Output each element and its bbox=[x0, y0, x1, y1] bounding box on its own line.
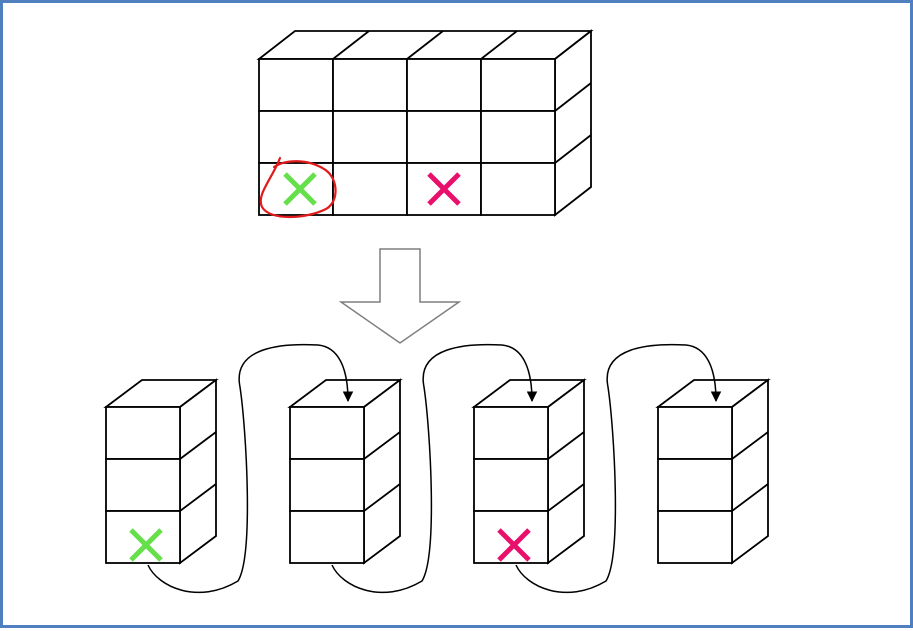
block-cell bbox=[258, 58, 334, 112]
cross-stroke bbox=[497, 528, 531, 562]
stack-side-divider bbox=[179, 483, 217, 512]
column-stack bbox=[287, 378, 403, 565]
block-cell bbox=[332, 110, 408, 164]
top-face-divider bbox=[406, 30, 444, 60]
stack-cell bbox=[473, 458, 549, 512]
curved-arrow-icon bbox=[515, 343, 722, 594]
stack-side-divider bbox=[363, 431, 401, 460]
stack-cell bbox=[289, 458, 365, 512]
column-stack bbox=[103, 378, 219, 565]
side-face-divider bbox=[554, 82, 592, 112]
cross-mark-icon bbox=[427, 172, 461, 206]
highlight-circle bbox=[259, 156, 337, 218]
stack-side-divider bbox=[547, 483, 585, 512]
block-cell bbox=[332, 162, 408, 216]
stack-side-face bbox=[363, 378, 401, 565]
block-cell bbox=[258, 110, 334, 164]
stack-cell bbox=[105, 406, 181, 460]
column-stacks bbox=[103, 378, 771, 565]
side-face-divider bbox=[554, 134, 592, 164]
block-cell bbox=[480, 58, 556, 112]
side-face bbox=[554, 29, 592, 217]
cross-stroke bbox=[129, 528, 163, 562]
cross-stroke bbox=[427, 172, 461, 206]
stack-cell bbox=[105, 510, 181, 564]
stack-cell bbox=[657, 406, 733, 460]
stack-side-divider bbox=[547, 431, 585, 460]
block-cell bbox=[332, 58, 408, 112]
block-cell bbox=[480, 162, 556, 216]
curved-arrow-icon bbox=[331, 343, 538, 594]
diagram-canvas bbox=[103, 29, 771, 594]
stack-side-divider bbox=[179, 431, 217, 460]
column-stack bbox=[471, 378, 587, 565]
stack-side-divider bbox=[731, 431, 769, 460]
stack-side-divider bbox=[363, 483, 401, 512]
down-arrow-icon bbox=[338, 248, 462, 344]
block-cell bbox=[480, 110, 556, 164]
stack-cell bbox=[473, 406, 549, 460]
stack-side-face bbox=[731, 378, 769, 565]
stack-side-divider bbox=[731, 483, 769, 512]
stack-cell bbox=[289, 406, 365, 460]
stack-side-face bbox=[547, 378, 585, 565]
stack-cell bbox=[289, 510, 365, 564]
stack-side-face bbox=[179, 378, 217, 565]
stack-cell bbox=[657, 458, 733, 512]
cross-mark-icon bbox=[129, 528, 163, 562]
cross-mark-icon bbox=[497, 528, 531, 562]
top-face-divider bbox=[332, 30, 370, 60]
column-stack bbox=[655, 378, 771, 565]
cross-stroke bbox=[283, 172, 317, 206]
top-block bbox=[256, 29, 594, 218]
cross-mark-icon bbox=[283, 172, 317, 206]
block-cell bbox=[258, 162, 334, 216]
block-cell bbox=[406, 58, 482, 112]
top-face-divider bbox=[480, 30, 518, 60]
transform-arrow bbox=[338, 248, 462, 344]
stack-links bbox=[147, 343, 722, 594]
stack-cell bbox=[473, 510, 549, 564]
curved-arrow-icon bbox=[147, 343, 354, 594]
block-cell bbox=[406, 110, 482, 164]
stack-cell bbox=[657, 510, 733, 564]
stack-cell bbox=[105, 458, 181, 512]
